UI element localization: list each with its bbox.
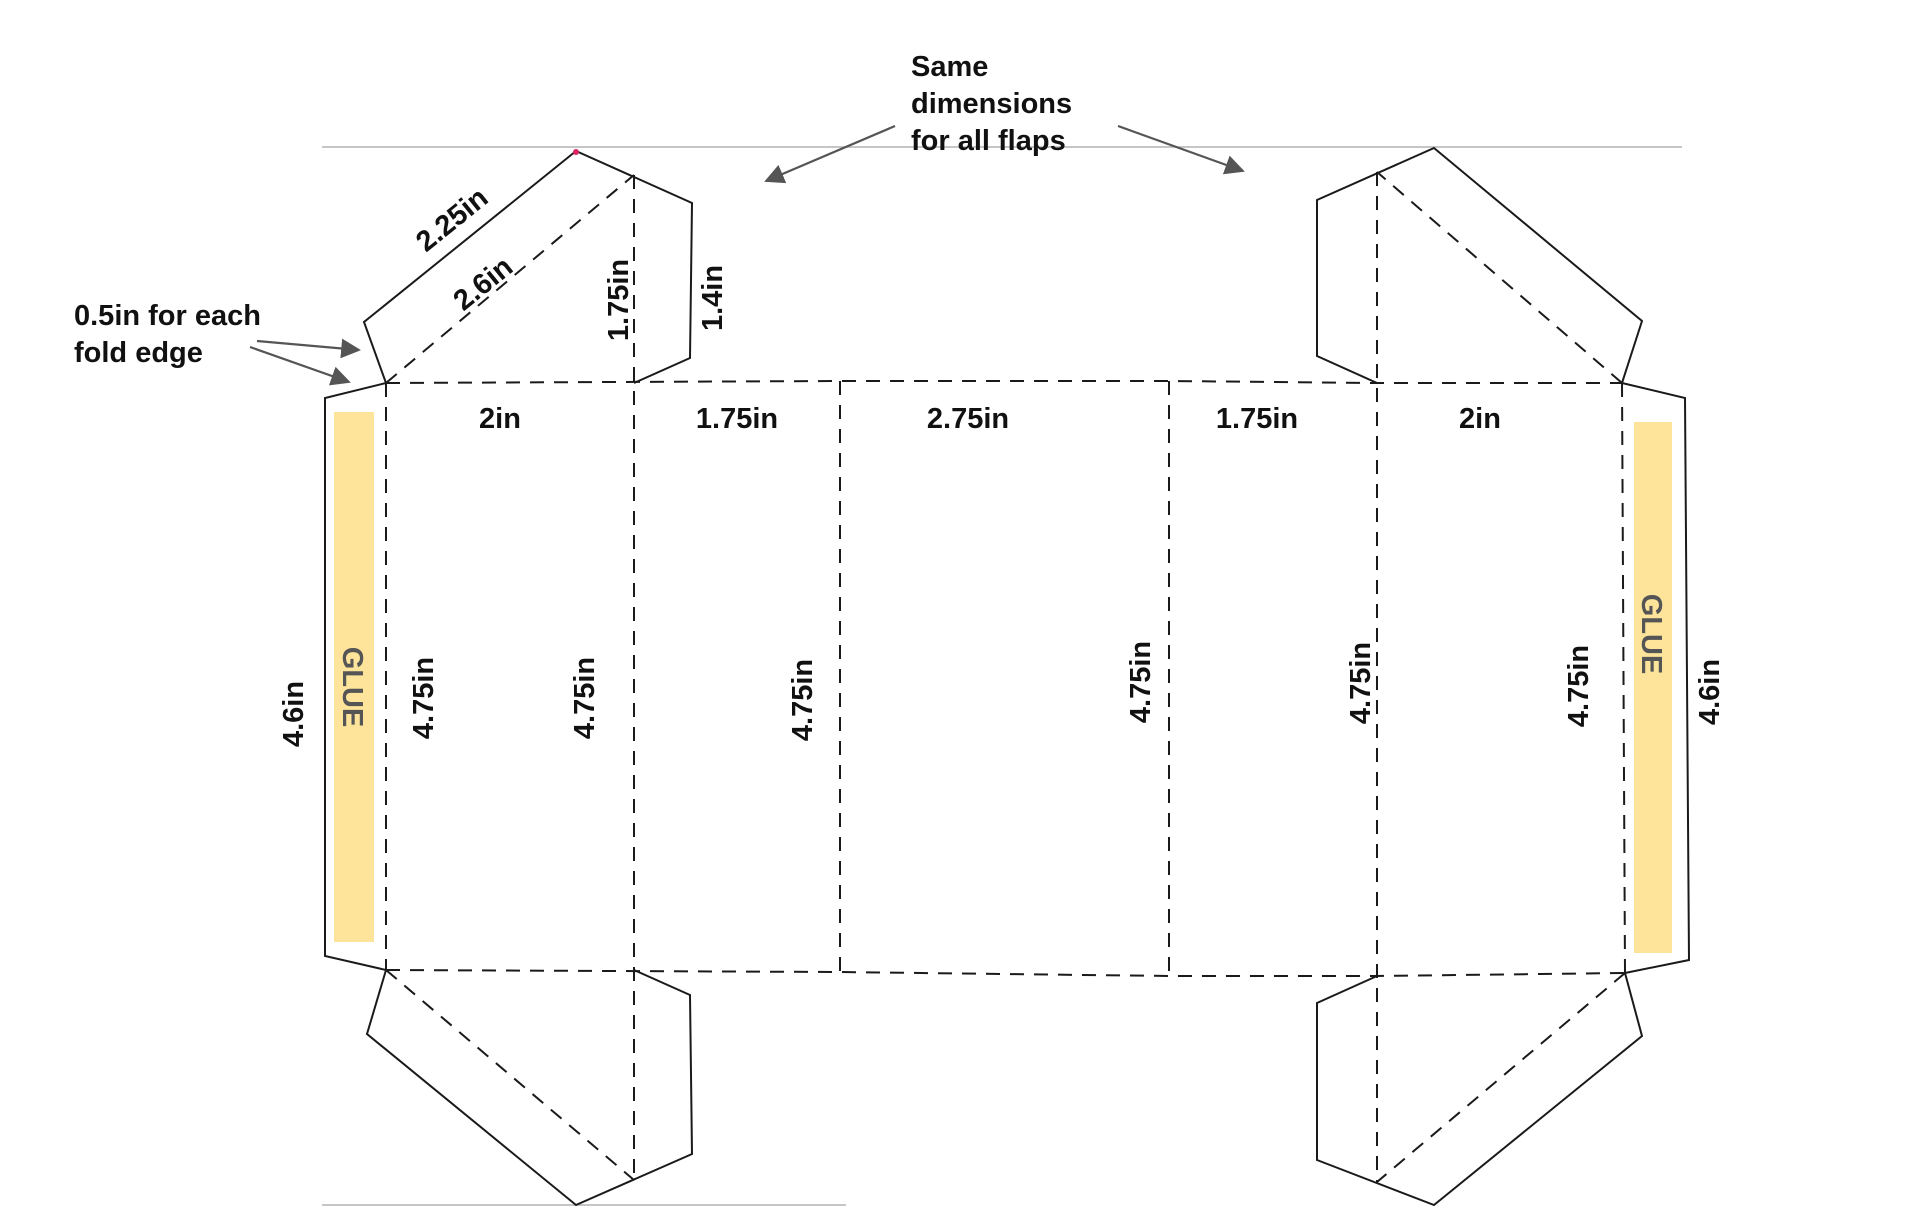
top-left-flap-outline xyxy=(362,149,694,384)
flap-diagonal-fold-label: 2.6in xyxy=(448,251,520,317)
top-left-flap-diagonal-fold xyxy=(385,174,635,384)
flaps-note-line2: dimensions xyxy=(911,88,1072,120)
fold-edge-arrow-lower xyxy=(249,345,351,386)
panel-height-4: 4.75in xyxy=(1125,641,1157,723)
panel-height-6: 4.75in xyxy=(1563,645,1595,727)
panel-width-5: 2in xyxy=(1459,403,1501,435)
panel-width-2: 1.75in xyxy=(696,403,778,435)
left-glue-tab-outline xyxy=(324,382,387,971)
left-glue-strip xyxy=(334,412,374,942)
panel-height-1: 4.75in xyxy=(408,657,440,739)
right-glue-strip xyxy=(1634,422,1672,953)
panel-height-2: 4.75in xyxy=(569,657,601,739)
right-glue-label: GLUE xyxy=(1635,594,1667,675)
top-right-flap-diagonal-fold xyxy=(1376,171,1623,384)
top-left-flap-marker xyxy=(573,149,579,155)
panel-width-3: 2.75in xyxy=(927,403,1009,435)
fold-edge-arrow-upper xyxy=(256,338,361,359)
bottom-right-flap-diagonal-fold xyxy=(1376,972,1626,1183)
flaps-note-arrow-right xyxy=(1117,124,1245,175)
bottom-left-flap-outline xyxy=(365,969,694,1207)
flaps-note-line1: Same xyxy=(911,51,988,83)
panel-height-5: 4.75in xyxy=(1345,642,1377,724)
flap-height-label: 1.75in xyxy=(603,259,635,341)
flap-side-edge-label: 1.4in xyxy=(697,265,729,331)
left-glue-height-label: 4.6in xyxy=(278,681,310,747)
fold-line-6 xyxy=(1621,382,1626,974)
right-glue-tab-outline xyxy=(1621,382,1691,974)
flaps-note-arrow-left xyxy=(764,124,896,184)
panel-width-1: 2in xyxy=(479,403,521,435)
panel-width-4: 1.75in xyxy=(1216,403,1298,435)
body-bottom-fold xyxy=(385,969,1626,977)
bottom-left-flap-diagonal-fold xyxy=(385,969,635,1181)
flap-outer-edge-label: 2.25in xyxy=(410,182,494,259)
right-glue-height-label: 4.6in xyxy=(1694,659,1726,725)
fold-edge-note-line2: fold edge xyxy=(74,337,203,369)
bottom-right-flap-outline xyxy=(1316,972,1644,1207)
top-right-flap-outline xyxy=(1316,146,1644,384)
fold-edge-note-line1: 0.5in for each xyxy=(74,300,261,332)
left-glue-label: GLUE xyxy=(336,647,368,728)
flaps-note-line3: for all flaps xyxy=(911,125,1066,157)
panel-height-3: 4.75in xyxy=(787,659,819,741)
body-top-fold xyxy=(385,380,1622,384)
